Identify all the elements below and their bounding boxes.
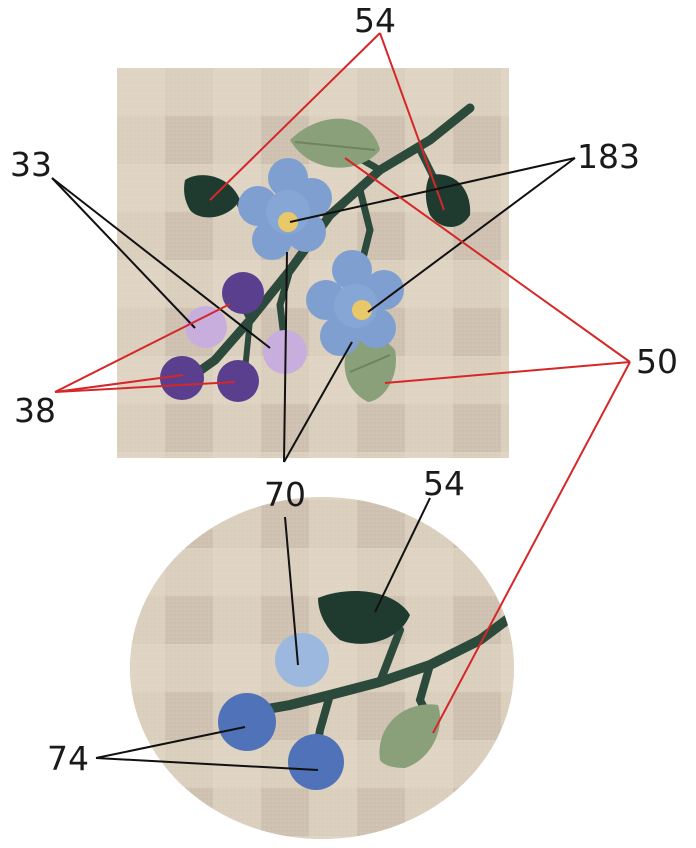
- zoom-oval: [130, 497, 520, 839]
- label-54-top: 54: [354, 4, 396, 37]
- label-74: 74: [47, 742, 89, 775]
- label-38: 38: [14, 394, 56, 427]
- label-54-lower: 54: [423, 467, 465, 500]
- label-33: 33: [10, 148, 52, 181]
- label-50: 50: [636, 345, 678, 378]
- oval-berry-blue-left: [218, 693, 276, 751]
- label-183: 183: [577, 140, 640, 173]
- label-70: 70: [264, 478, 306, 511]
- berry-dark-purple-mid: [217, 360, 259, 402]
- oval-berry-light-blue: [275, 633, 329, 687]
- berry-light-purple-left: [185, 306, 227, 348]
- oval-berry-blue-right: [288, 734, 344, 790]
- berry-dark-purple-top: [222, 272, 264, 314]
